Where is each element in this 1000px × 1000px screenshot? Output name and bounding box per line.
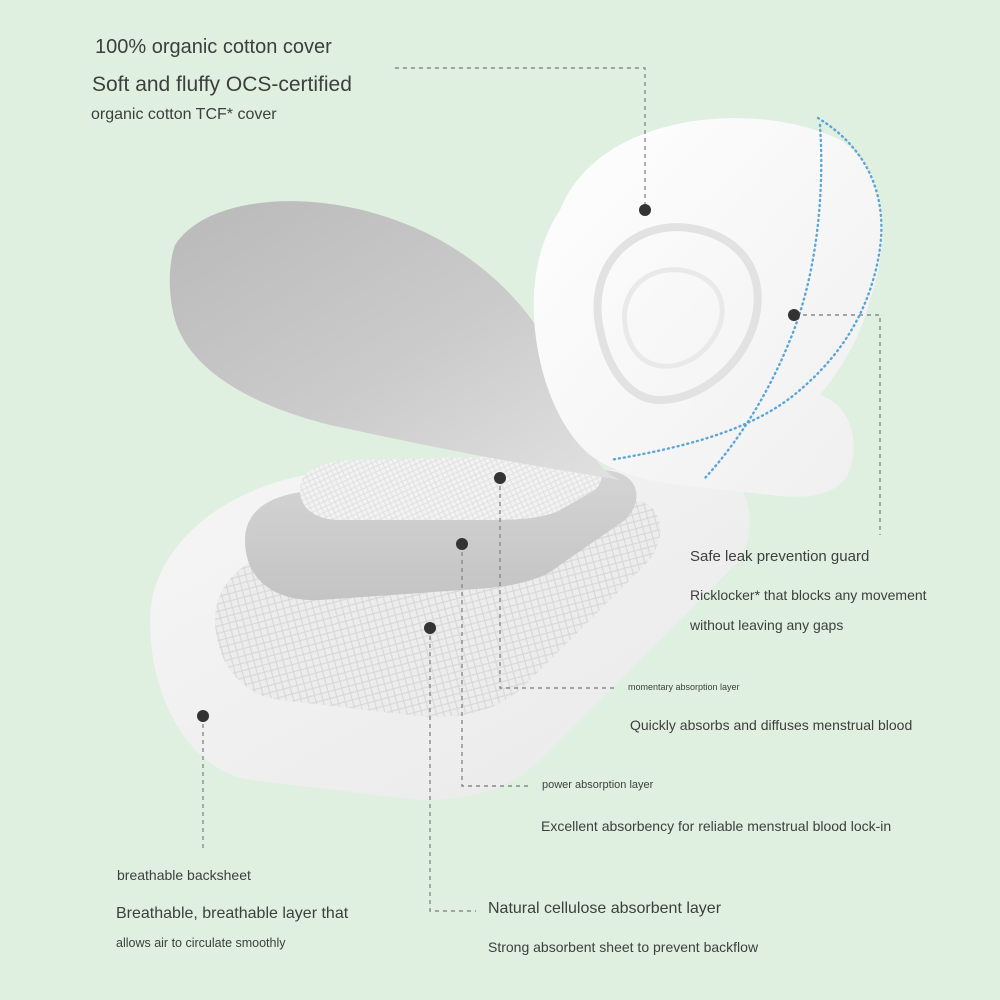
cover-flap	[169, 201, 620, 480]
cover-marker-dot	[639, 204, 651, 216]
embossed-inner-channel	[622, 267, 725, 369]
leak-guard-marker-dot	[788, 309, 800, 321]
power-marker-dot	[456, 538, 468, 550]
power-title: power absorption layer	[542, 779, 654, 791]
leak-guard-line-2: without leaving any gaps	[690, 617, 844, 633]
cover-leader	[395, 67, 646, 208]
backsheet-marker-dot	[197, 710, 209, 722]
leak-guard-title: Safe leak prevention guard	[690, 548, 870, 565]
cellulose-title: Natural cellulose absorbent layer	[488, 900, 722, 917]
cover-line-2: organic cotton TCF* cover	[91, 106, 277, 123]
cover-line-1: Soft and fluffy OCS-certified	[92, 73, 352, 96]
leak-guard-line-1: Ricklocker* that blocks any movement	[690, 587, 927, 603]
leak-guard-seam-inner	[703, 123, 823, 480]
momentary-absorption-layer	[300, 455, 602, 520]
backsheet-title: breathable backsheet	[117, 867, 251, 883]
momentary-leader	[499, 478, 618, 689]
backsheet-line-1: Breathable, breathable layer that	[116, 905, 349, 922]
cellulose-desc: Strong absorbent sheet to prevent backfl…	[488, 939, 759, 955]
leak-guard-seam	[608, 116, 883, 462]
cover-title: 100% organic cotton cover	[95, 36, 332, 58]
top-cover-pad	[533, 118, 883, 497]
backsheet-line-2: allows air to circulate smoothly	[116, 936, 286, 950]
power-desc: Excellent absorbency for reliable menstr…	[541, 818, 892, 834]
momentary-marker-dot	[494, 472, 506, 484]
embossed-channel	[593, 223, 762, 405]
cellulose-leader	[429, 628, 476, 912]
momentary-title: momentary absorption layer	[628, 682, 740, 692]
momentary-desc: Quickly absorbs and diffuses menstrual b…	[630, 717, 913, 733]
cellulose-marker-dot	[424, 622, 436, 634]
power-leader	[461, 544, 530, 787]
